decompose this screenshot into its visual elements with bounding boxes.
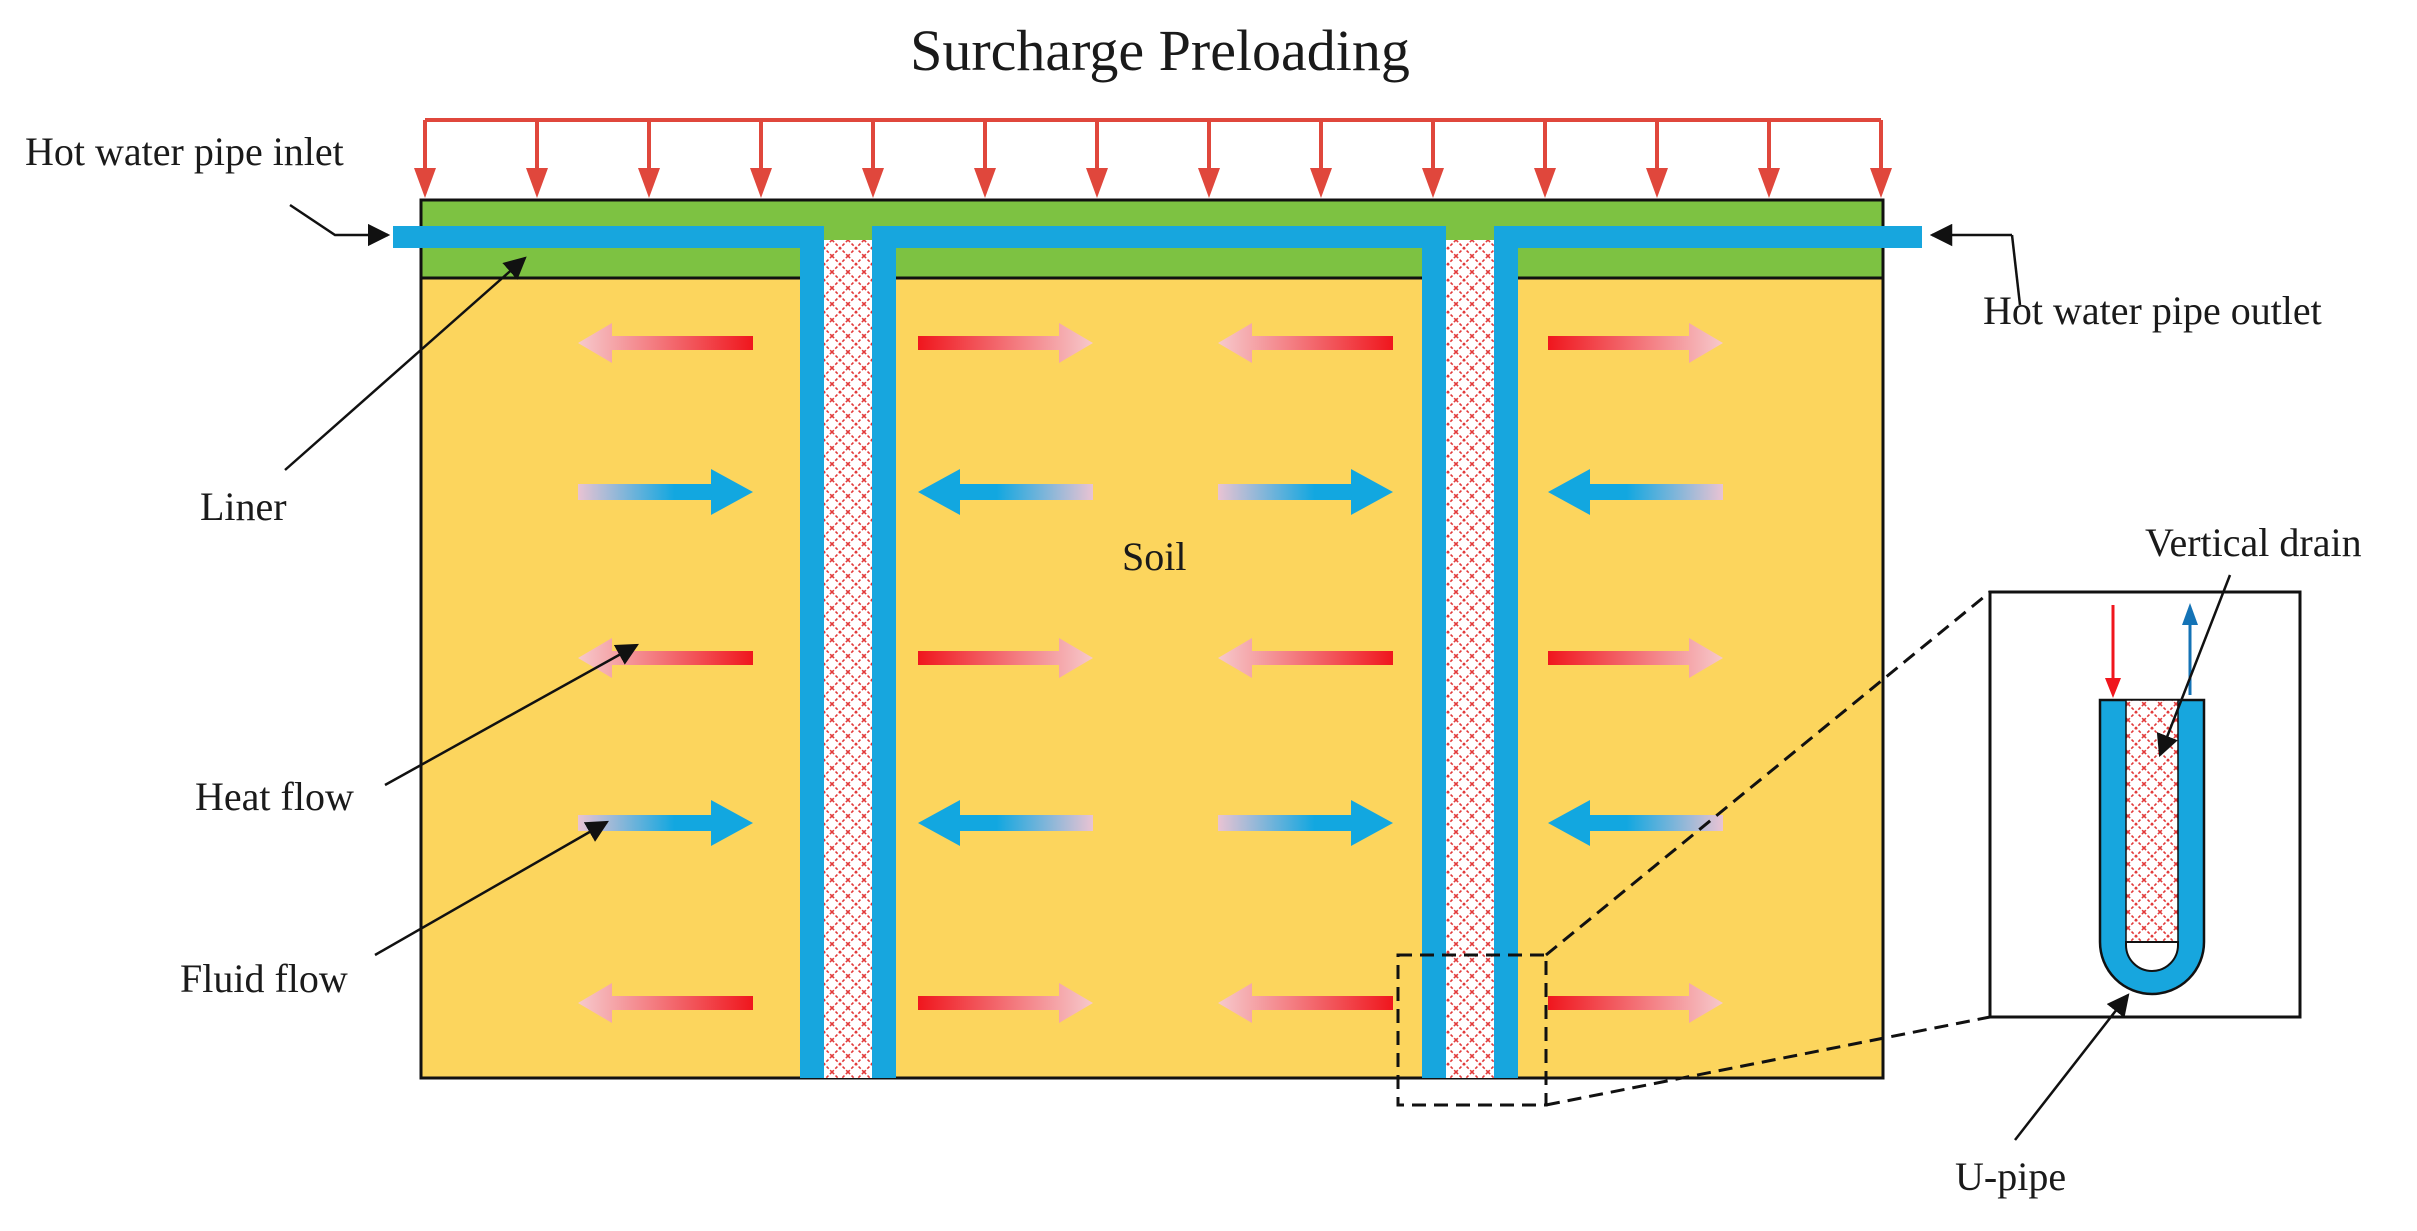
pipe-segment [1494,226,1922,248]
soil-label: Soil [1122,534,1186,579]
down-arrow-icon [1310,168,1332,198]
pipe-down-segment [800,226,824,1078]
zoom-connector-bottom [1545,1015,1991,1107]
u-pipe-label: U-pipe [1955,1154,2066,1199]
fluid-flow-arrow-icon [1548,800,1723,846]
liner-pointer [284,256,527,471]
down-arrow-icon [1646,168,1668,198]
fluid-flow-arrow-icon [918,469,1093,515]
down-arrow-icon [1534,168,1556,198]
heat-flow-pointer [384,643,639,787]
outflow-arrow-head [2182,603,2198,625]
pipe-up-segment [872,226,896,1078]
heat-flow-arrow-icon [578,638,753,678]
down-arrow-icon [862,168,884,198]
fluid-flow-arrow-icon [1218,469,1393,515]
heat-flow-arrow-icon [578,323,753,363]
heat-flow-arrow-icon [918,983,1093,1023]
u-pipe-bend [2125,941,2179,972]
pipe-down-segment [1422,226,1446,1078]
inset-detail [1988,574,2302,1141]
diagram-title: Surcharge Preloading [910,18,1410,83]
heat-flow-arrow-icon [1548,638,1723,678]
soil-block [419,198,1885,1080]
heat-flow-arrow-icon [578,983,753,1023]
zoom-region [1396,953,1548,1107]
surcharge-load-arrows [414,118,1892,198]
flow-arrows [578,323,1723,1023]
down-arrow-icon [526,168,548,198]
fluid-flow-label: Fluid flow [180,956,348,1001]
down-arrow-icon [1198,168,1220,198]
inset-drain [2125,699,2179,943]
pipe-segment [872,226,1446,248]
down-arrow-icon [1758,168,1780,198]
down-arrow-icon [750,168,772,198]
heat-flow-arrow-icon [918,638,1093,678]
vertical-drain-pointer [2156,574,2232,758]
outlet-label: Hot water pipe outlet [1983,288,2322,333]
inflow-arrow-head [2105,678,2121,698]
down-arrow-icon [414,168,436,198]
down-arrow-icon [1422,168,1444,198]
fluid-flow-arrow-icon [578,800,753,846]
vertical-drain-left [818,240,876,1078]
inlet-label: Hot water pipe inlet [25,129,344,174]
fluid-flow-arrow-icon [1218,800,1393,846]
fluid-flow-arrow-icon [918,800,1093,846]
heat-flow-label: Heat flow [195,774,354,819]
heat-flow-arrow-icon [1218,638,1393,678]
inlet-pointer [289,203,391,247]
fluid-flow-arrow-icon [1548,469,1723,515]
zoom-connector-top [1545,590,1991,957]
down-arrow-icon [638,168,660,198]
u-pipe-pointer [2014,993,2130,1141]
vertical-drain-label: Vertical drain [2145,520,2362,565]
heat-flow-arrow-icon [1218,983,1393,1023]
heat-flow-arrow-icon [918,323,1093,363]
down-arrow-icon [1086,168,1108,198]
pipe-up-segment [1494,226,1518,1078]
heat-flow-arrow-icon [1548,323,1723,363]
heat-flow-arrow-icon [1548,983,1723,1023]
hot-water-pipe [393,226,1922,1078]
liner-label: Liner [200,484,287,529]
fluid-flow-arrow-icon [578,469,753,515]
pipe-segment [393,226,823,248]
vertical-drain-right [1442,240,1500,1078]
heat-flow-arrow-icon [1218,323,1393,363]
fluid-flow-pointer [374,820,609,957]
down-arrow-icon [974,168,996,198]
down-arrow-icon [1870,168,1892,198]
outlet-pointer-tail [2010,234,2022,306]
